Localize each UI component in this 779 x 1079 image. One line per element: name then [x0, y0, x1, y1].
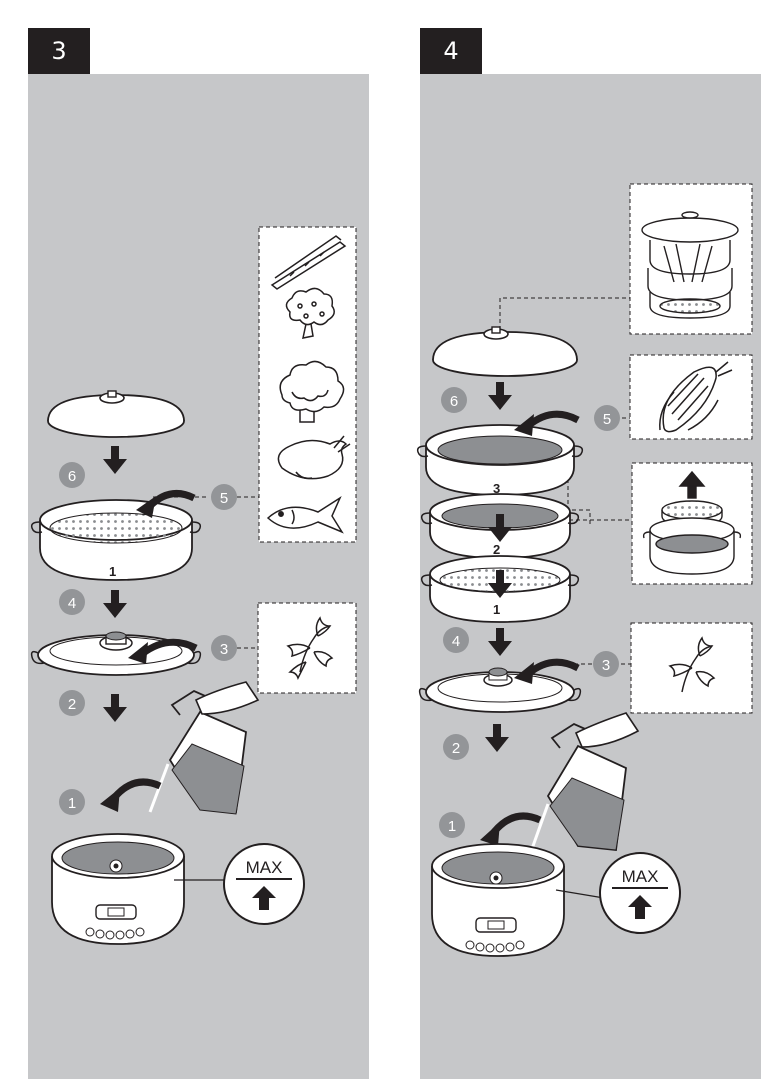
- svg-text:5: 5: [220, 490, 228, 507]
- step-badge-5: 5: [211, 484, 237, 510]
- step-badge-1: 1: [59, 789, 85, 815]
- steamer-base: [52, 834, 230, 944]
- max-level-indicator: MAX: [600, 853, 680, 933]
- svg-text:6: 6: [450, 393, 458, 410]
- tier-label-1: 1: [493, 602, 500, 617]
- svg-text:1: 1: [448, 818, 456, 835]
- water-jug: [150, 682, 258, 814]
- max-level-indicator: MAX: [224, 844, 304, 924]
- panel-3-artwork: 1: [32, 227, 356, 944]
- step-badge-3: 3: [593, 651, 619, 677]
- max-label: MAX: [622, 867, 659, 886]
- steamer-base: [432, 844, 604, 956]
- svg-text:6: 6: [68, 468, 76, 485]
- svg-text:1: 1: [68, 795, 76, 812]
- tier-label-1: 1: [109, 564, 116, 579]
- svg-text:3: 3: [602, 657, 610, 674]
- step-badge-1: 1: [439, 812, 465, 838]
- steamer-lid: [433, 327, 577, 376]
- max-label: MAX: [246, 858, 283, 877]
- water-jug: [528, 713, 638, 860]
- drip-tray: [420, 668, 581, 712]
- step-badge-2: 2: [443, 734, 469, 760]
- panel-4-artwork: 3 2 1: [418, 184, 752, 956]
- svg-text:4: 4: [452, 633, 460, 650]
- step-badge-4: 4: [59, 589, 85, 615]
- svg-text:4: 4: [68, 595, 76, 612]
- step-badge-3: 3: [211, 635, 237, 661]
- svg-text:2: 2: [452, 740, 460, 757]
- herbs-box: [258, 603, 356, 693]
- tier-label-2: 2: [493, 542, 500, 557]
- svg-text:3: 3: [220, 641, 228, 658]
- svg-text:5: 5: [603, 411, 611, 428]
- drip-tray: [32, 632, 201, 675]
- step-badge-6: 6: [441, 387, 467, 413]
- steamer-lid: [48, 391, 184, 437]
- svg-text:2: 2: [68, 696, 76, 713]
- step-badge-2: 2: [59, 690, 85, 716]
- step-badge-5: 5: [594, 405, 620, 431]
- step-badge-6: 6: [59, 462, 85, 488]
- step-badge-4: 4: [443, 627, 469, 653]
- corn-box: [630, 355, 752, 439]
